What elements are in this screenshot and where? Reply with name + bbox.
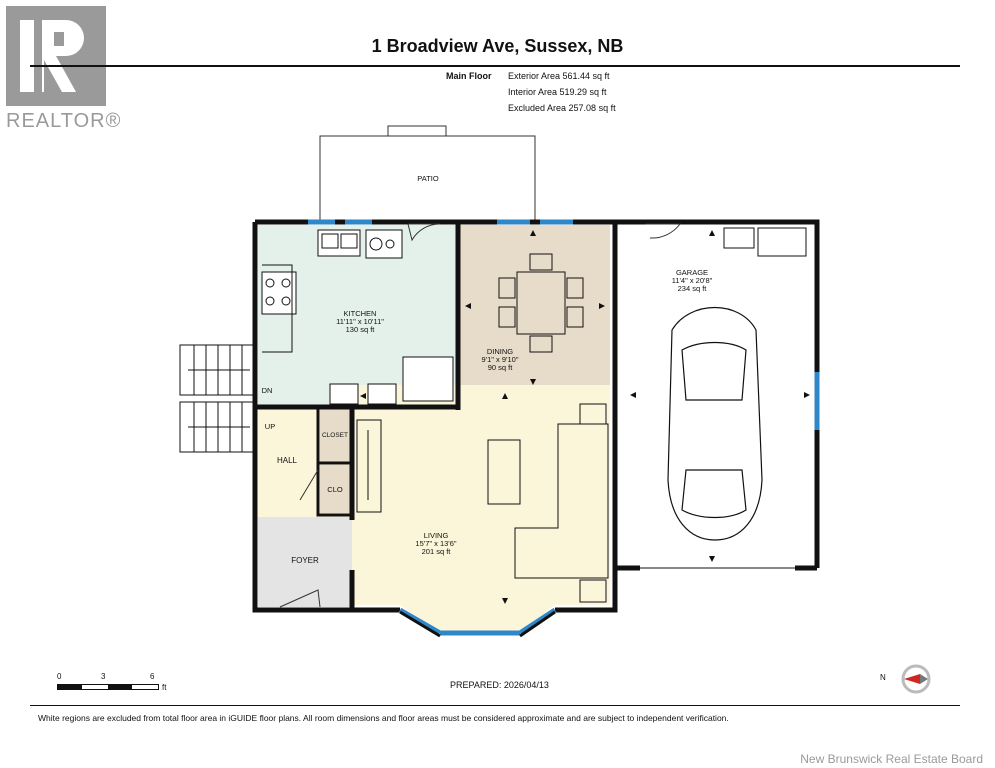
foyer-fill <box>258 517 352 607</box>
hall-label: HALL <box>276 456 297 465</box>
living-dims: 15'7" x 13'6" <box>415 539 457 548</box>
disclaimer-text: White regions are excluded from total fl… <box>38 713 729 723</box>
clo-fill <box>320 465 350 513</box>
dining-fill <box>458 225 610 385</box>
interior-walls <box>316 407 352 517</box>
doors <box>279 223 681 608</box>
bay-window-fill <box>400 605 555 633</box>
compass-north-label: N <box>880 673 886 682</box>
patio-step <box>387 125 447 137</box>
scale-segment <box>108 685 132 689</box>
dimension-arrows <box>360 230 810 604</box>
dining-area: 90 sq ft <box>487 363 513 372</box>
garage-walls <box>612 219 820 571</box>
scale-bar <box>57 684 159 690</box>
closet-fill <box>320 407 350 462</box>
garage-dims: 11'4" x 20'8" <box>671 276 713 285</box>
living-furniture <box>356 403 609 603</box>
car <box>667 307 763 541</box>
stairs-up-label: UP <box>264 422 276 431</box>
stairs-up <box>179 401 256 453</box>
interior-area: Interior Area 519.29 sq ft <box>508 87 607 97</box>
foyer-label: FOYER <box>291 556 319 565</box>
stairs-down <box>179 344 256 396</box>
board-watermark: New Brunswick Real Estate Board <box>800 752 983 766</box>
kitchen-dims: 11'11" x 10'11" <box>336 317 384 326</box>
stairs-down-label: DN <box>261 386 273 395</box>
garage-shelves <box>723 227 807 257</box>
page-title: 1 Broadview Ave, Sussex, NB <box>371 36 624 56</box>
scale-tick-0: 0 <box>57 672 62 681</box>
kitchen-area: 130 sq ft <box>345 325 375 334</box>
dining-name: DINING <box>486 347 514 356</box>
realtor-logo-mark <box>6 6 106 106</box>
patio-area <box>319 135 536 222</box>
title-divider <box>30 65 960 67</box>
realtor-logo: REALTOR® <box>6 6 120 136</box>
dining-dims: 9'1" x 9'10" <box>481 355 519 364</box>
realtor-logo-text: REALTOR® <box>6 110 122 132</box>
patio-label: PATIO <box>417 174 439 183</box>
kitchen-fixtures <box>261 229 454 405</box>
dining-table <box>498 253 584 353</box>
scale-tick-6: 6 <box>150 672 155 681</box>
scale-unit: ft <box>162 683 167 692</box>
kitchen-name: KITCHEN <box>343 309 377 318</box>
compass-icon <box>901 664 931 694</box>
excluded-area: Excluded Area 257.08 sq ft <box>508 103 616 113</box>
exterior-area: Exterior Area 561.44 sq ft <box>508 71 610 81</box>
scale-tick-3: 3 <box>101 672 106 681</box>
footer-divider <box>30 705 960 706</box>
prepared-date: PREPARED: 2026/04/13 <box>450 680 549 690</box>
windows <box>308 219 820 636</box>
floor-label: Main Floor <box>446 71 492 81</box>
scale-segment <box>58 685 82 689</box>
living-fill <box>352 385 610 605</box>
living-area: 201 sq ft <box>421 547 451 556</box>
garage-area: 234 sq ft <box>677 284 707 293</box>
garage-name: GARAGE <box>675 268 709 277</box>
closet-label: CLOSET <box>321 432 348 439</box>
living-name: LIVING <box>423 531 449 540</box>
bay-walls <box>399 610 556 638</box>
compass: N <box>880 664 940 694</box>
clo-label: CLO <box>327 485 343 494</box>
